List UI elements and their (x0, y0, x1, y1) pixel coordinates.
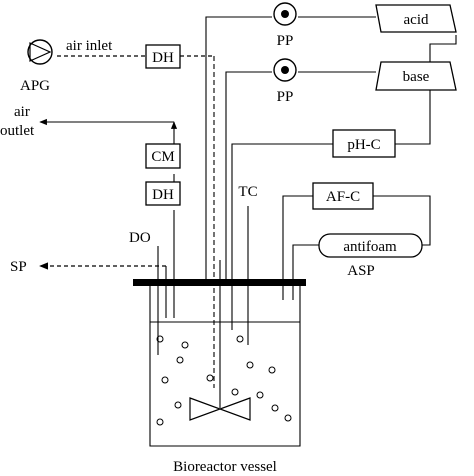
ph-c-label: pH-C (347, 137, 380, 153)
air-inlet-label: air inlet (66, 38, 113, 54)
apg-label: APG (20, 78, 50, 94)
asp-label: ASP (347, 263, 375, 279)
pp-bottom-pump-icon (273, 58, 297, 82)
af-c-label: AF-C (326, 189, 360, 205)
antifoam-pump (318, 233, 423, 258)
apg-pump-icon (27, 39, 53, 65)
dh-lower-label: DH (152, 187, 174, 203)
pp-top-pump-icon (273, 2, 297, 26)
cm-box (145, 143, 181, 169)
dh-top-label: DH (152, 50, 174, 66)
base-reservoir (375, 61, 457, 91)
probe-lines (157, 16, 333, 388)
bioreactor-vessel (149, 284, 301, 447)
caption: Bioreactor vessel (173, 459, 277, 475)
sp-label: SP (10, 259, 27, 275)
base-label: base (403, 69, 430, 85)
af-c-box (312, 182, 374, 210)
dh-lower-box (145, 181, 181, 206)
pp-top-label: PP (277, 33, 294, 49)
vessel-bubbles (156, 335, 292, 426)
tc-label: TC (238, 184, 257, 200)
impeller (189, 260, 251, 421)
dh-top-box (145, 44, 181, 69)
pp-bottom-label: PP (277, 89, 294, 105)
antifoam-label: antifoam (343, 239, 397, 255)
acid-reservoir (375, 4, 457, 33)
do-label: DO (129, 230, 151, 246)
cm-label: CM (151, 149, 174, 165)
ph-c-box (332, 129, 396, 158)
air-outlet-label-1: air (14, 104, 30, 120)
acid-label: acid (404, 12, 429, 28)
air-outlet-label-2: outlet (0, 123, 35, 139)
